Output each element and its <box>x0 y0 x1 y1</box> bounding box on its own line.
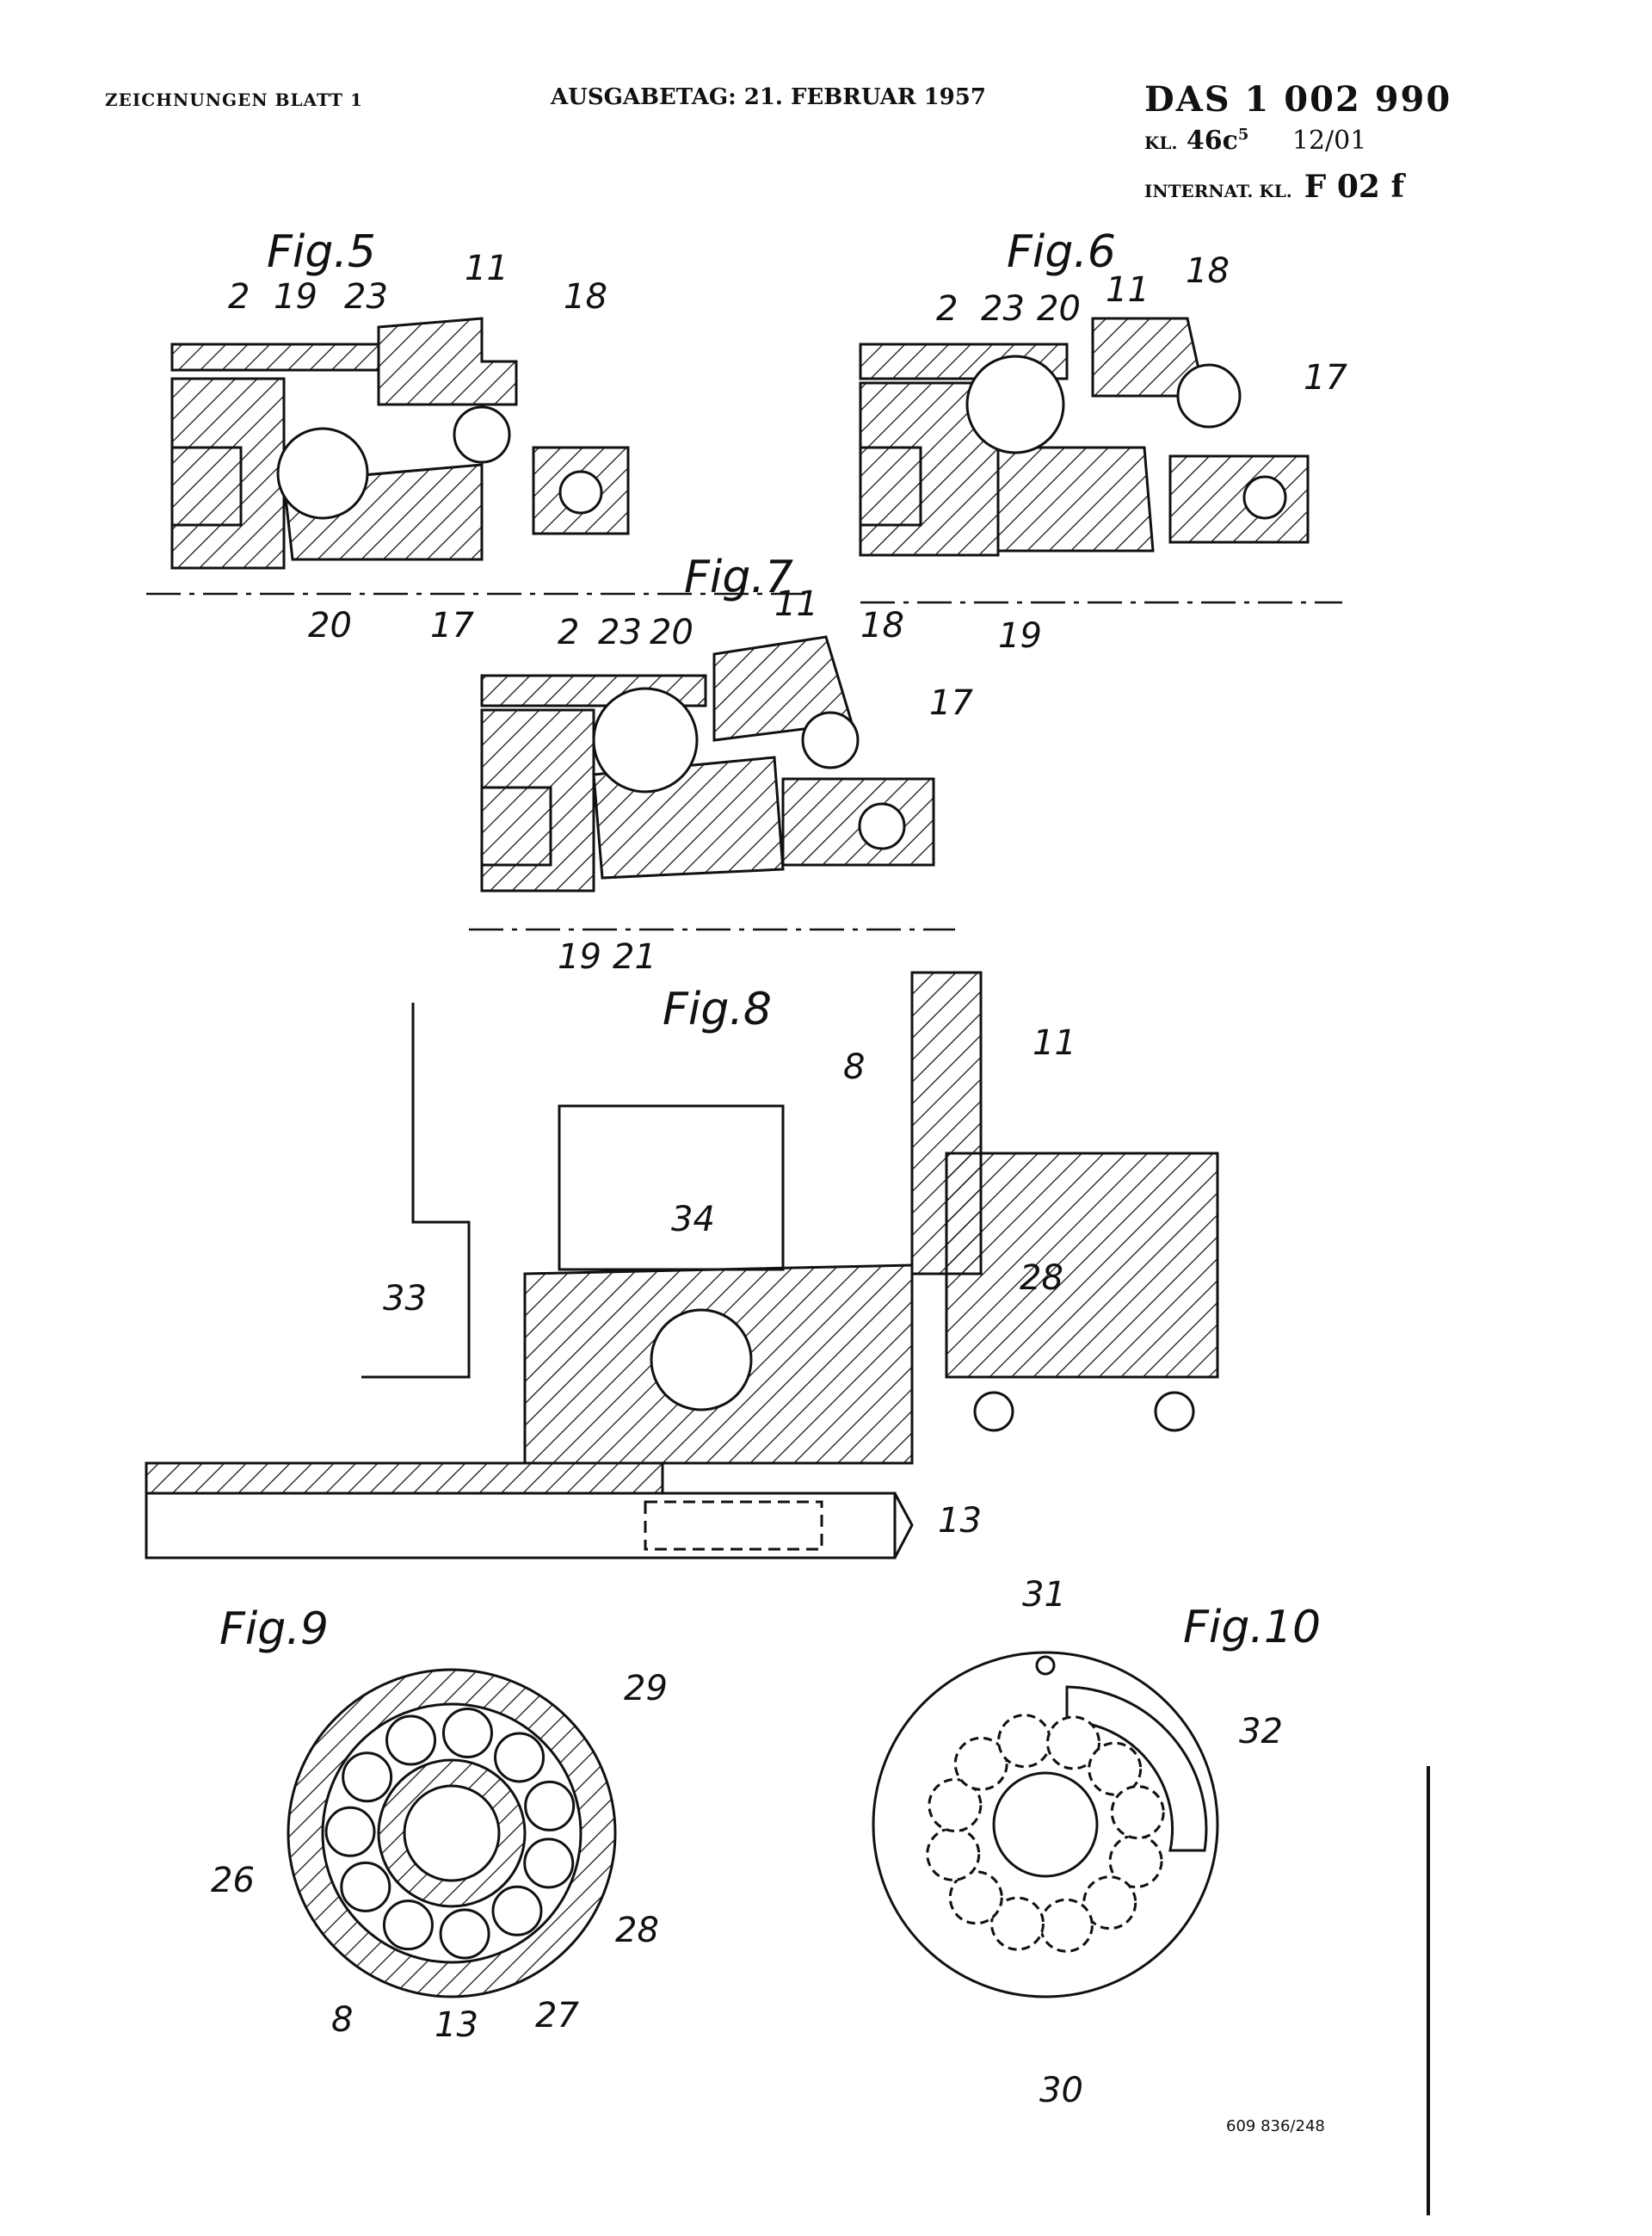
reference-numeral: 17 <box>430 606 474 645</box>
figure-7: Fig.7 2 23 20 11 18 17 19 21 <box>469 552 973 977</box>
fig8-title: Fig.8 <box>663 984 772 1035</box>
reference-numeral: 29 <box>624 1669 668 1708</box>
roller-ball <box>523 1838 575 1889</box>
reference-numeral: 8 <box>843 1047 865 1087</box>
reference-numeral: 23 <box>344 277 388 317</box>
patent-class: KL. 46c5 12/01 <box>1144 126 1366 156</box>
reference-numeral: 17 <box>1304 358 1347 398</box>
class-main: 46c <box>1186 126 1238 156</box>
roller-ball <box>1082 1875 1137 1930</box>
roller-ball <box>441 1707 493 1758</box>
reference-numeral: 32 <box>1239 1712 1283 1751</box>
roller-ball <box>1108 1834 1163 1889</box>
reference-numeral: 2 <box>228 277 250 317</box>
reference-numeral: 26 <box>211 1861 255 1900</box>
sheet-label: ZEICHNUNGEN BLATT 1 <box>105 90 363 110</box>
fig9-title: Fig.9 <box>219 1603 329 1655</box>
roller-ball <box>948 1870 1003 1925</box>
reference-numeral: 31 <box>1022 1575 1066 1615</box>
fig6-title: Fig.6 <box>1007 226 1116 278</box>
reference-numeral: 23 <box>981 289 1025 329</box>
reference-numeral: 11 <box>1032 1023 1076 1063</box>
reference-numeral: 11 <box>465 249 509 288</box>
intl-class: INTERNAT. KL. F 02 f <box>1144 169 1404 205</box>
roller-ball <box>928 1777 983 1832</box>
reference-numeral: 34 <box>671 1200 715 1239</box>
figure-8: Fig.8 8 11 34 28 33 13 <box>145 971 1219 1560</box>
fig5-title: Fig.5 <box>267 226 376 278</box>
roller-ball <box>342 1751 393 1803</box>
class-prefix: KL. <box>1144 133 1178 153</box>
patent-number: DAS 1 002 990 <box>1144 79 1452 120</box>
figure-6: Fig.6 2 23 20 11 18 17 19 <box>859 226 1347 656</box>
roller-ball <box>953 1736 1008 1791</box>
roller-ball <box>385 1714 437 1766</box>
roller-ball <box>524 1780 576 1831</box>
reference-numeral: 18 <box>860 606 904 645</box>
roller-ball <box>491 1885 543 1936</box>
figure-10: Fig.10 31 32 30 <box>872 1575 1321 2110</box>
reference-numeral: 18 <box>1186 251 1230 291</box>
reference-numeral: 27 <box>535 1996 579 2035</box>
roller-ball <box>1039 1898 1094 1953</box>
intl-class-value: F 02 f <box>1304 169 1404 205</box>
reference-numeral: 20 <box>650 613 693 652</box>
roller-ball <box>926 1826 981 1881</box>
roller-ball <box>494 1732 546 1783</box>
reference-numeral: 20 <box>308 606 352 645</box>
reference-numeral: 28 <box>615 1911 659 1950</box>
roller-ball <box>382 1899 434 1951</box>
reference-numeral: 30 <box>1039 2071 1083 2110</box>
reference-numeral: 18 <box>564 277 607 317</box>
fig7-title: Fig.7 <box>684 552 793 603</box>
roller-ball <box>1088 1741 1143 1796</box>
print-code: 609 836/248 <box>1226 2117 1325 2135</box>
roller-ball <box>997 1714 1052 1769</box>
reference-numeral: 19 <box>558 937 601 977</box>
figure-9: Fig.9 29 26 28 8 13 27 <box>211 1603 668 2045</box>
issue-date: AUSGABETAG: 21. FEBRUAR 1957 <box>551 84 986 110</box>
roller-ball <box>989 1896 1045 1951</box>
roller-ball <box>1110 1785 1165 1840</box>
reference-numeral: 8 <box>331 2000 353 2040</box>
reference-numeral: 33 <box>383 1279 427 1319</box>
reference-numeral: 13 <box>435 2005 478 2045</box>
reference-numeral: 19 <box>274 277 317 317</box>
roller-ball <box>340 1861 391 1912</box>
figure-5: Fig.5 2 19 23 11 18 20 17 <box>146 226 809 645</box>
intl-class-label: INTERNAT. KL. <box>1144 181 1292 201</box>
reference-numeral: 23 <box>598 613 642 652</box>
roller-ball <box>439 1908 490 1960</box>
reference-numeral: 21 <box>613 937 656 977</box>
reference-numeral: 2 <box>558 613 579 652</box>
reference-numeral: 2 <box>936 289 958 329</box>
class-sub: 12/01 <box>1291 126 1367 156</box>
roller-ball <box>324 1806 376 1857</box>
reference-numeral: 17 <box>929 683 973 723</box>
reference-numeral: 11 <box>774 584 818 624</box>
roller-ball <box>1046 1715 1101 1770</box>
reference-numeral: 13 <box>938 1501 982 1541</box>
reference-numeral: 28 <box>1020 1258 1063 1298</box>
fig10-title: Fig.10 <box>1183 1602 1321 1653</box>
reference-numeral: 20 <box>1037 289 1081 329</box>
reference-numeral: 19 <box>998 616 1042 656</box>
reference-numeral: 11 <box>1106 270 1150 310</box>
class-sup: 5 <box>1237 126 1249 144</box>
